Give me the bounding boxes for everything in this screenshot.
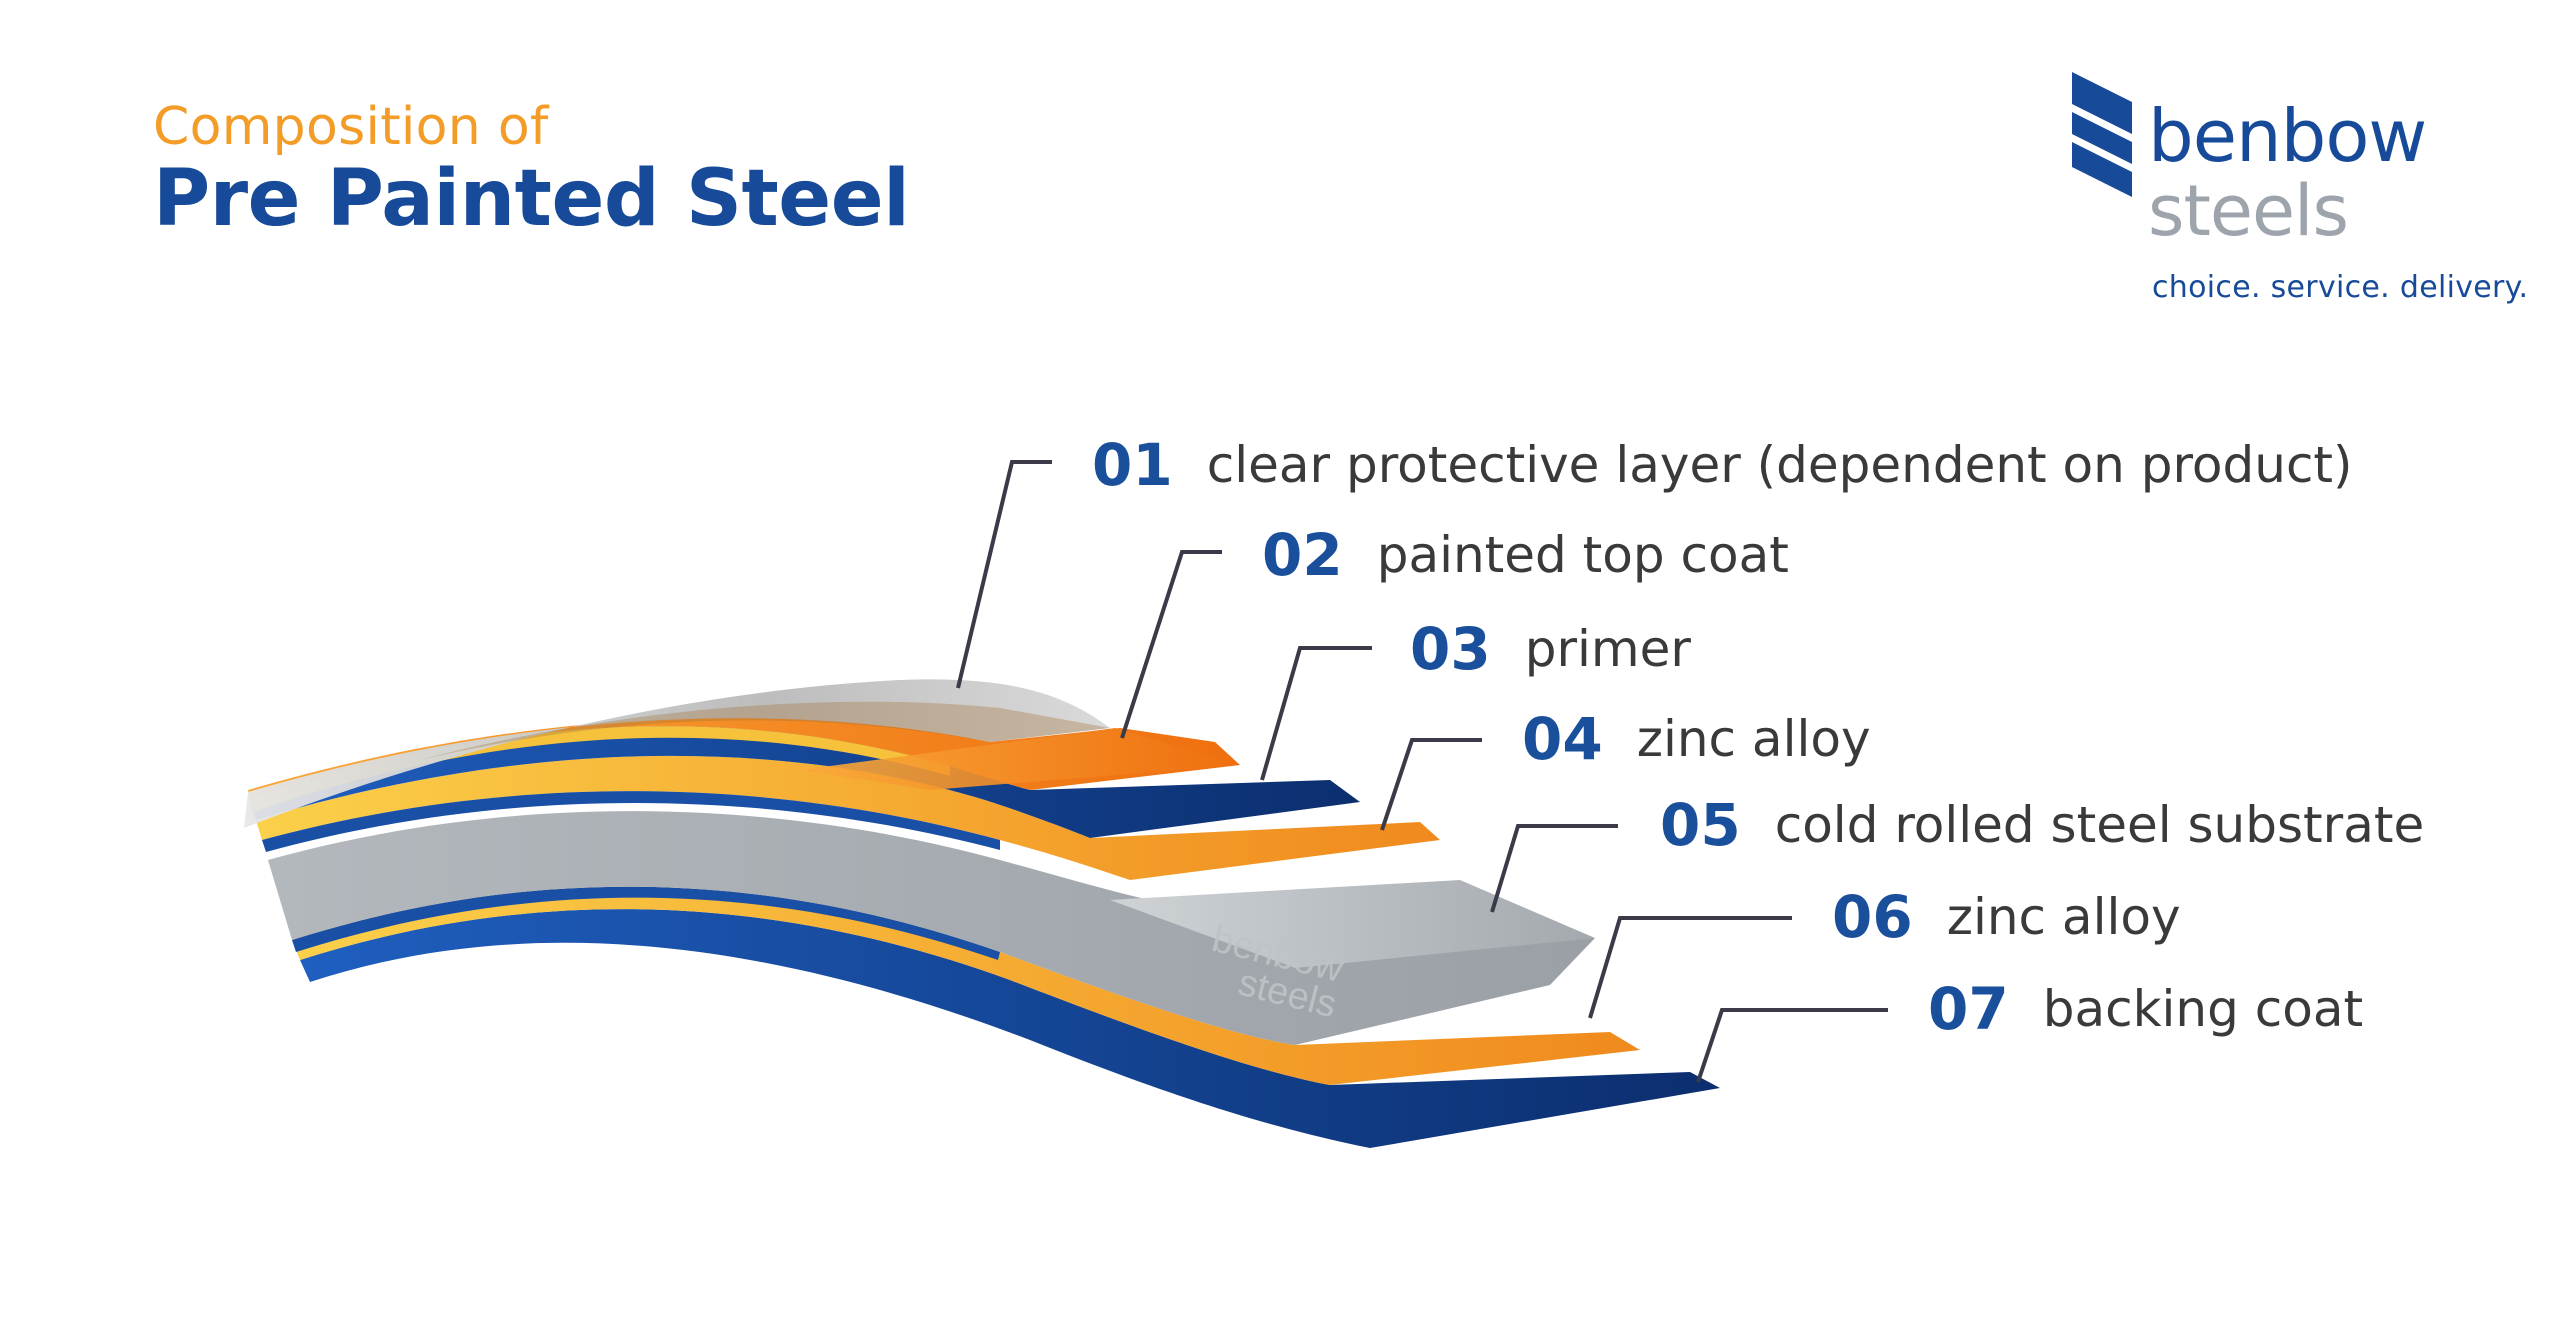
layer-label-03: 03 primer xyxy=(1410,614,1691,684)
layer-number: 04 xyxy=(1522,705,1603,773)
logo-tagline: choice. service. delivery. xyxy=(2152,270,2529,305)
layer-text: primer xyxy=(1524,620,1691,678)
page-subtitle: Composition of xyxy=(153,97,549,157)
layer-label-06: 06 zinc alloy xyxy=(1832,882,2181,952)
layer-label-01: 01 clear protective layer (dependent on … xyxy=(1092,430,2353,500)
layer-03-primer xyxy=(250,726,1360,838)
layer-text: painted top coat xyxy=(1376,526,1789,584)
layer-label-05: 05 cold rolled steel substrate xyxy=(1660,790,2424,860)
layer-text: zinc alloy xyxy=(1946,888,2181,946)
brand-logo: benbow steels choice. service. delivery. xyxy=(2070,72,2528,322)
leader-line-05 xyxy=(1490,824,1618,913)
layer-number: 05 xyxy=(1660,791,1741,859)
page-title: Pre Painted Steel xyxy=(153,153,910,244)
layer-01-clear-protective-layer xyxy=(244,679,1110,828)
leader-line-04 xyxy=(1380,738,1482,831)
logo-word-steels: steels xyxy=(2148,170,2349,252)
layer-number: 01 xyxy=(1092,431,1173,499)
layer-number: 03 xyxy=(1410,615,1491,683)
layer-text: clear protective layer (dependent on pro… xyxy=(1206,436,2353,494)
layer-label-02: 02 painted top coat xyxy=(1262,520,1789,590)
leader-line-03 xyxy=(1260,646,1372,781)
logo-word-benbow: benbow xyxy=(2148,94,2427,178)
layer-text: backing coat xyxy=(2042,980,2364,1038)
layer-05-steel-substrate xyxy=(268,811,1595,1045)
layer-number: 07 xyxy=(1928,975,2009,1043)
layer-07-backing-coat xyxy=(300,909,1720,1148)
layer-number: 02 xyxy=(1262,521,1343,589)
leader-line-06 xyxy=(1588,916,1792,1019)
layer-label-07: 07 backing coat xyxy=(1928,974,2363,1044)
leader-lines xyxy=(956,460,1888,1083)
leader-line-07 xyxy=(1696,1008,1888,1083)
benbow-logo-mark-icon xyxy=(2072,72,2132,197)
layer-text: cold rolled steel substrate xyxy=(1774,796,2425,854)
leader-line-02 xyxy=(1120,550,1222,739)
layer-number: 06 xyxy=(1832,883,1913,951)
title-block: Composition of Pre Painted Steel xyxy=(153,97,910,244)
leader-line-01 xyxy=(956,460,1052,689)
layer-label-04: 04 zinc alloy xyxy=(1522,704,1871,774)
layer-04-zinc-alloy xyxy=(256,755,1440,880)
layer-text: zinc alloy xyxy=(1636,710,1871,768)
